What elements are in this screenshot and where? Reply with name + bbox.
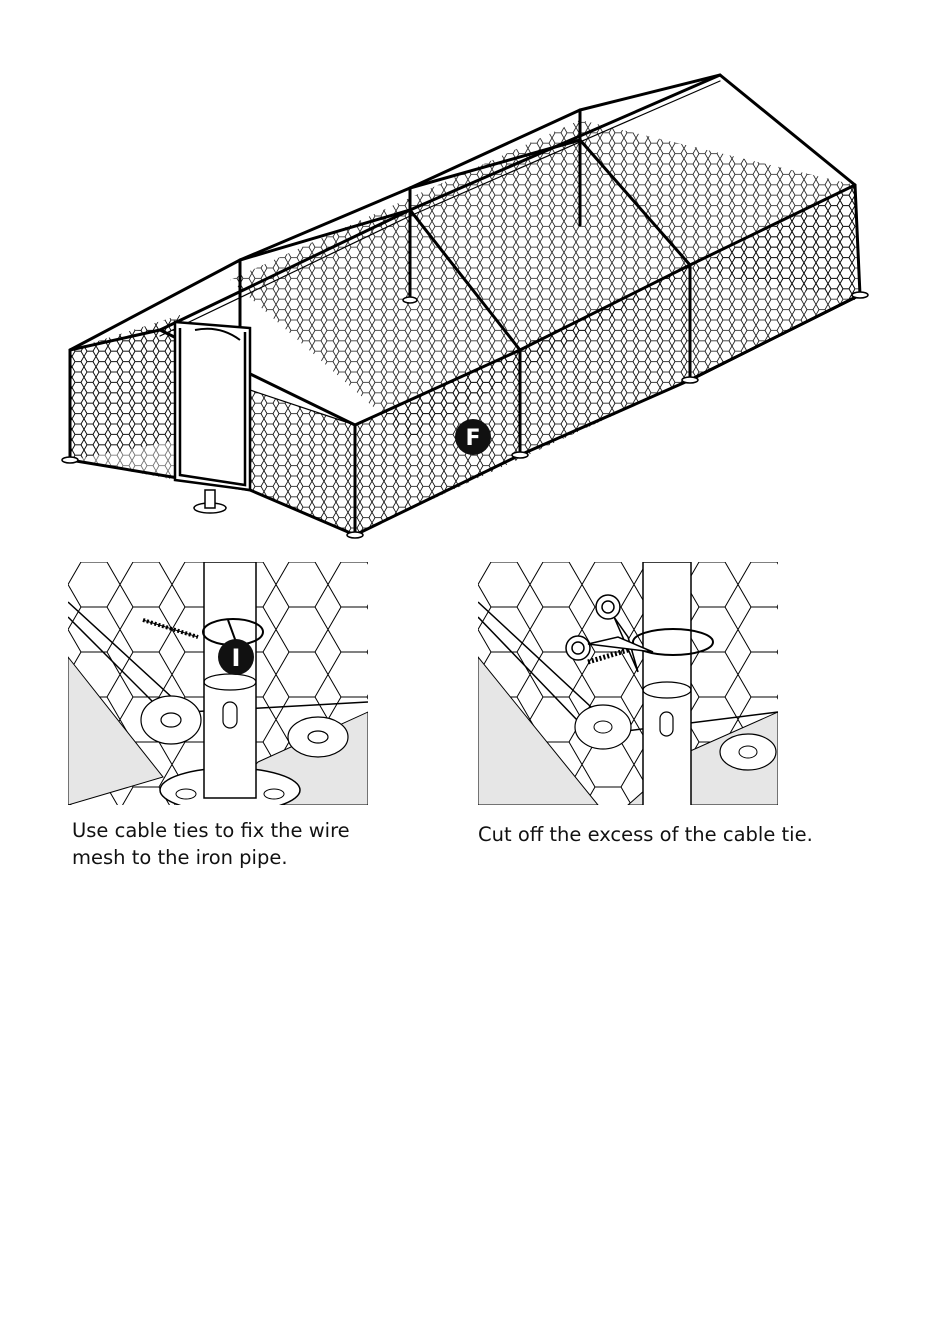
part-label-i: I xyxy=(232,644,241,672)
detail-cable-tie-cut xyxy=(478,562,778,805)
part-marker-f: F xyxy=(455,419,491,455)
detail-cable-tie-attach: I xyxy=(68,562,368,805)
part-label-f: F xyxy=(465,426,480,451)
enclosure-illustration: F xyxy=(60,60,875,550)
caption-cut-cable-tie: Cut off the excess of the cable tie. xyxy=(478,821,908,848)
caption-attach-cable-tie: Use cable ties to fix the wire mesh to t… xyxy=(72,817,402,871)
part-marker-i: I xyxy=(218,639,254,675)
